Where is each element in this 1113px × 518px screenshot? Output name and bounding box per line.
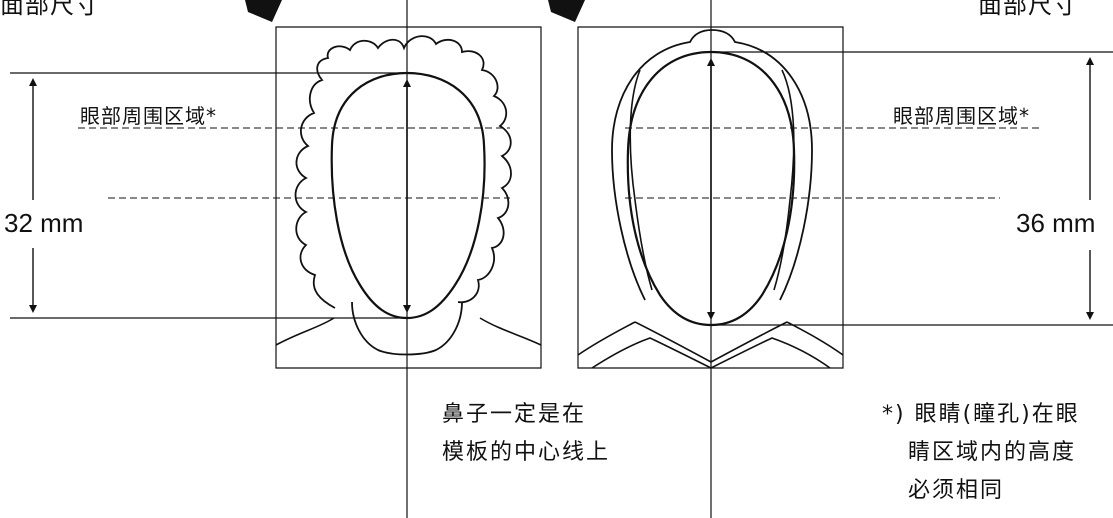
shoulder-left-r [480,318,541,345]
neck-left [352,302,462,355]
hair-right-inner-r [774,70,794,290]
shoulder-left-l [276,318,334,345]
top-right-partial-label: 面部尺寸 [978,0,1078,19]
collar-right [578,322,843,368]
pointer-arrow-right [548,0,585,22]
eye-height-note-1: *) 眼睛(瞳孔)在眼 [882,402,1080,427]
nose-centerline-note: 鼻子一定是在 模板的中心线上 [442,402,611,465]
face-right [628,52,794,325]
eye-zone-label-right: 眼部周围区域* [893,104,1030,128]
face-left [332,73,485,318]
dimension-label-left: 32 mm [4,208,84,238]
eye-height-note-3: 必须相同 [908,478,1005,503]
eye-height-note-2: 睛区域内的高度 [908,440,1077,465]
eye-zone-label-left: 眼部周围区域* [80,104,217,128]
top-left-partial-label: 面部尺寸 [0,0,100,19]
pointer-arrow-left [245,0,282,22]
hair-left [296,36,512,308]
dimension-label-right: 36 mm [1016,208,1096,238]
hair-right [612,30,812,300]
